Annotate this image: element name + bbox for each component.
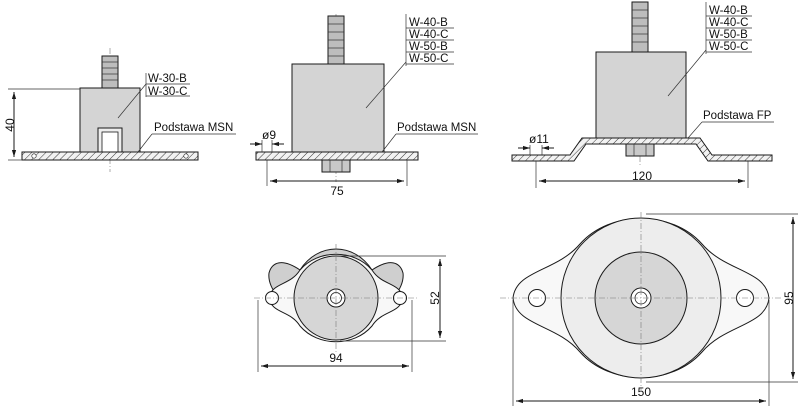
mount-small-model-label-1: W-30-B (148, 73, 187, 85)
mount-small-base-label: Podstawa MSN (154, 122, 233, 134)
mount-large-model-label-4: W-50-C (709, 41, 748, 53)
mount-medium-model-label-3: W-50-B (409, 41, 448, 53)
top-view-large: 150 95 (500, 212, 798, 406)
mount-large-spacing-dimension: 120 (632, 169, 652, 183)
mount-large-model-label-3: W-50-B (709, 29, 748, 41)
mount-medium-side-view: ø9 75 W-40-B W-40-C W-50-B W-50-C Podsta… (250, 14, 478, 198)
mount-medium-hole-dimension: ø9 (262, 128, 276, 142)
mount-small-model-label-2: W-30-C (148, 86, 187, 98)
mount-large-model-label-1: W-40-B (709, 5, 748, 17)
top-view-large-height-dimension: 95 (782, 291, 796, 305)
mount-medium-base-label: Podstawa MSN (397, 122, 476, 134)
mount-small-height-dimension: 40 (3, 118, 17, 132)
mount-small-side-view: 40 W-30-B W-30-C Podstawa MSN (3, 48, 236, 172)
top-view-small-height-dimension: 52 (428, 291, 442, 305)
mount-medium-model-label-4: W-50-C (409, 53, 448, 65)
mount-large-base-label: Podstawa FP (703, 110, 772, 122)
mount-medium-model-label-2: W-40-C (409, 29, 448, 41)
mount-medium-model-label-1: W-40-B (409, 17, 448, 29)
mount-large-model-label-2: W-40-C (709, 17, 748, 29)
mount-medium-spacing-dimension: 75 (330, 184, 344, 198)
top-view-large-width-dimension: 150 (631, 385, 651, 399)
top-view-small-width-dimension: 94 (329, 351, 343, 365)
top-view-small: 94 52 (254, 244, 446, 372)
mount-large-side-view: ø11 120 W-40-B W-40-C W-50-B W-50-C Pods… (511, 1, 774, 188)
mount-large-hole-dimension: ø11 (529, 132, 549, 146)
